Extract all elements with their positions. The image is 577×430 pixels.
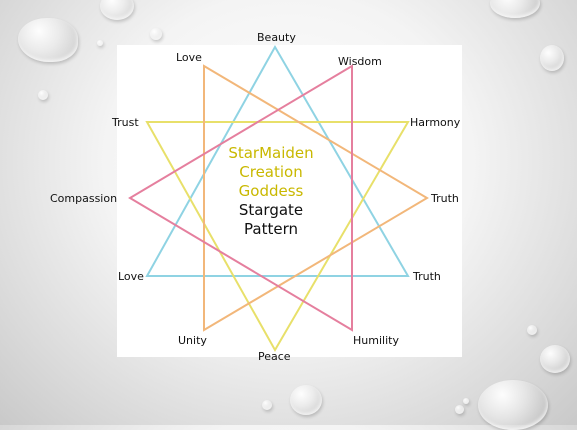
water-drop — [527, 325, 537, 335]
label-wisdom: Wisdom — [338, 55, 382, 68]
water-drop — [18, 18, 78, 62]
yellow-triangle — [145, 121, 410, 353]
label-truth-bottom: Truth — [413, 270, 441, 283]
label-unity: Unity — [178, 334, 207, 347]
water-drop — [97, 40, 103, 46]
label-trust: Trust — [112, 116, 139, 129]
water-drop — [455, 405, 464, 414]
label-peace: Peace — [258, 350, 291, 363]
label-beauty: Beauty — [257, 31, 296, 44]
water-drop — [262, 400, 272, 410]
water-drop — [100, 0, 134, 20]
title-line-starmaiden: StarMaiden — [228, 144, 314, 162]
title-line-pattern: Pattern — [244, 220, 298, 238]
label-truth-right: Truth — [431, 192, 459, 205]
title-line-creation: Creation — [239, 163, 303, 181]
label-humility: Humility — [353, 334, 399, 347]
water-drop — [540, 45, 564, 71]
diagram-title: StarMaiden Creation Goddess Stargate Pat… — [212, 144, 330, 239]
orange-triangle — [203, 64, 429, 332]
water-drop — [463, 398, 469, 404]
label-compassion: Compassion — [50, 192, 118, 205]
label-love-top: Love — [176, 51, 202, 64]
water-drop — [490, 0, 540, 18]
blue-triangle — [145, 44, 410, 277]
label-love-left: Love — [118, 270, 144, 283]
water-drop — [150, 28, 162, 40]
water-drop — [290, 385, 322, 415]
water-drop — [540, 345, 570, 373]
title-line-goddess: Goddess — [238, 182, 304, 200]
title-line-stargate: Stargate — [238, 201, 304, 219]
water-drop — [478, 380, 548, 430]
label-harmony: Harmony — [410, 116, 461, 129]
water-drop — [38, 90, 48, 100]
pink-triangle — [128, 64, 353, 332]
diagram-panel — [117, 45, 462, 357]
